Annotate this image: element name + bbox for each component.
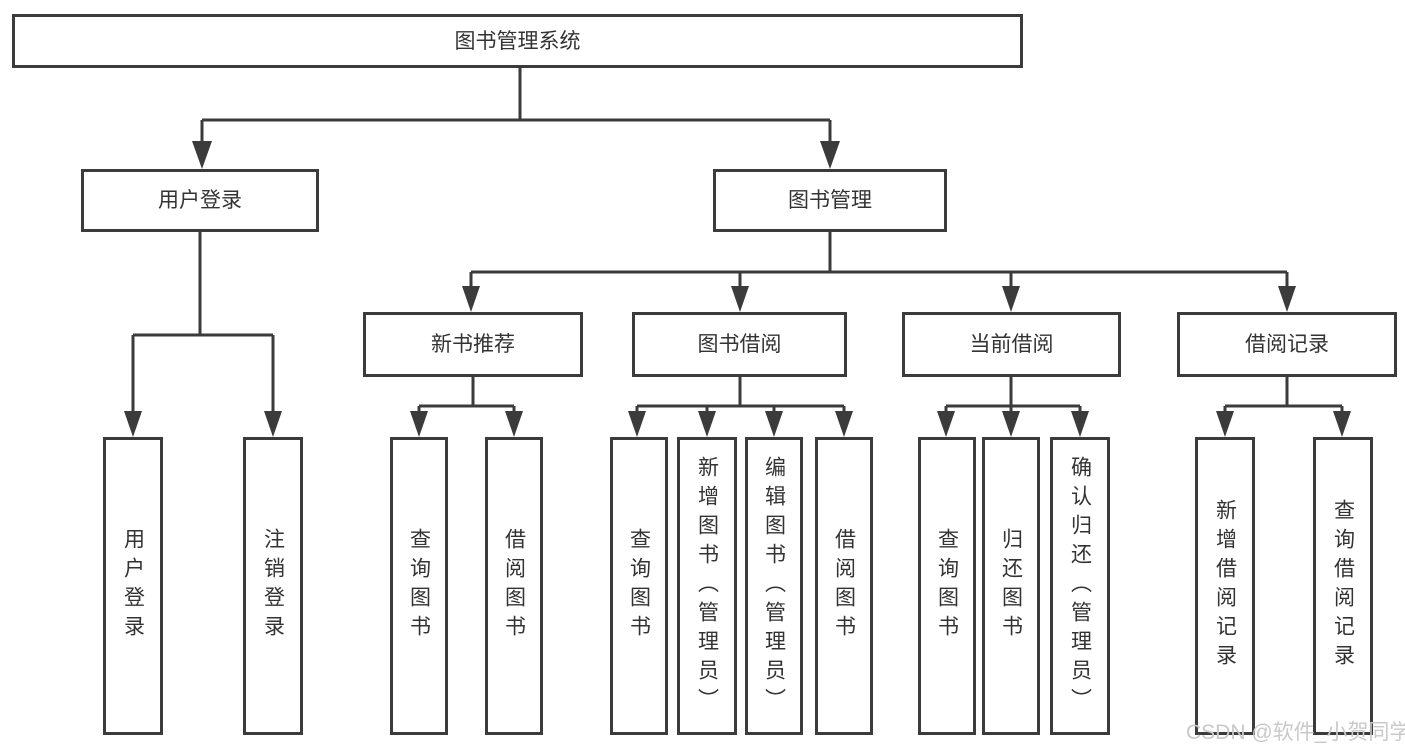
leaf-confirm-return-admin-label: 确认归还（管理员） — [1068, 455, 1092, 717]
leaf-borrow-book-recommend-label: 借阅图书 — [502, 528, 526, 644]
node-user-login: 用户登录 — [81, 169, 319, 232]
node-book-borrow-label: 图书借阅 — [697, 333, 782, 356]
leaf-edit-book-admin: 编辑图书（管理员） — [745, 437, 803, 735]
node-root: 图书管理系统 — [12, 14, 1023, 68]
node-user-login-label: 用户登录 — [158, 189, 242, 212]
leaf-logout-login-label: 注销登录 — [261, 528, 285, 644]
leaf-query-borrow-record-label: 查询借阅记录 — [1331, 499, 1355, 673]
leaf-query-book-current-label: 查询图书 — [935, 528, 959, 644]
leaf-user-login-label: 用户登录 — [121, 528, 145, 644]
leaf-borrow-book-label: 借阅图书 — [832, 528, 856, 644]
leaf-borrow-book-recommend: 借阅图书 — [485, 437, 543, 735]
node-book-management: 图书管理 — [713, 169, 947, 232]
leaf-query-book-borrow: 查询图书 — [610, 437, 668, 735]
csdn-watermark: CSDN @软件_小贺同学 — [1186, 721, 1405, 744]
node-current-borrow: 当前借阅 — [902, 312, 1121, 377]
leaf-query-book-borrow-label: 查询图书 — [627, 528, 651, 644]
node-borrow-records-label: 借阅记录 — [1245, 333, 1329, 356]
leaf-query-book-recommend-label: 查询图书 — [407, 528, 431, 644]
node-new-book-recommend: 新书推荐 — [363, 312, 583, 377]
leaf-user-login: 用户登录 — [103, 437, 163, 735]
leaf-query-book-recommend: 查询图书 — [390, 437, 448, 735]
node-new-book-recommend-label: 新书推荐 — [431, 333, 515, 356]
leaf-edit-book-admin-label: 编辑图书（管理员） — [762, 455, 786, 717]
leaf-logout-login: 注销登录 — [243, 437, 303, 735]
node-root-label: 图书管理系统 — [454, 29, 581, 53]
leaf-borrow-book: 借阅图书 — [815, 437, 873, 735]
leaf-add-book-admin-label: 新增图书（管理员） — [695, 455, 719, 717]
node-current-borrow-label: 当前借阅 — [969, 333, 1054, 356]
leaf-add-book-admin: 新增图书（管理员） — [677, 437, 737, 735]
leaf-return-book: 归还图书 — [982, 437, 1040, 735]
leaf-return-book-label: 归还图书 — [999, 528, 1023, 644]
leaf-add-borrow-record: 新增借阅记录 — [1195, 437, 1255, 735]
leaf-query-borrow-record: 查询借阅记录 — [1313, 437, 1373, 735]
leaf-query-book-current: 查询图书 — [918, 437, 976, 735]
node-book-borrow: 图书借阅 — [632, 312, 847, 377]
node-book-management-label: 图书管理 — [788, 189, 872, 212]
leaf-add-borrow-record-label: 新增借阅记录 — [1213, 499, 1237, 673]
leaf-confirm-return-admin: 确认归还（管理员） — [1050, 437, 1110, 735]
node-borrow-records: 借阅记录 — [1177, 312, 1397, 377]
